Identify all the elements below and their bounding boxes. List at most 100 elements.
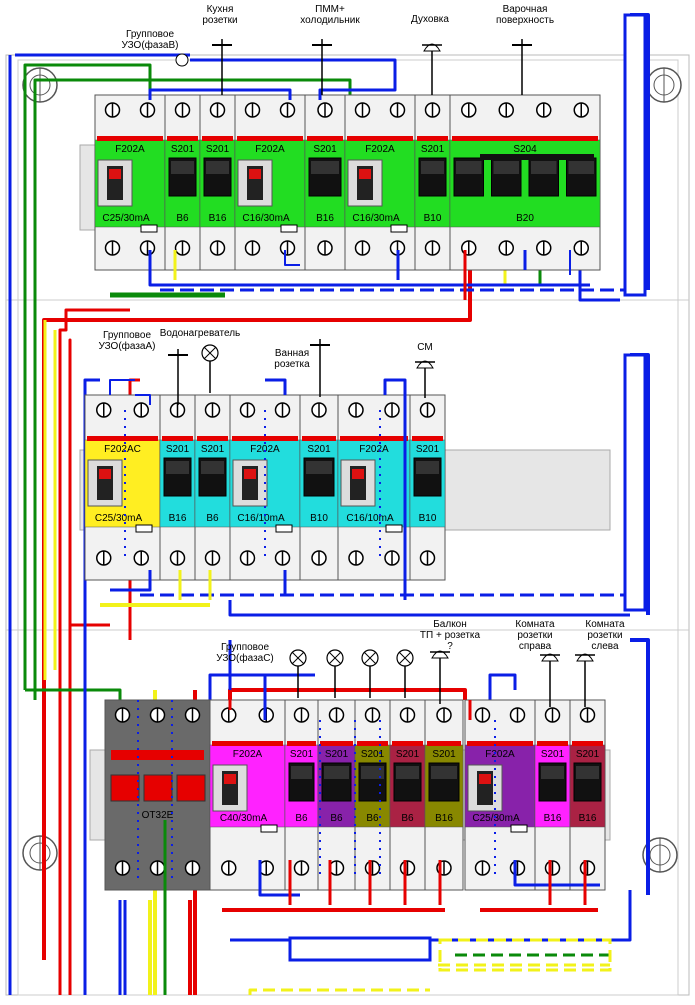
terminal-screw-icon [348, 402, 364, 418]
screw-icon [22, 835, 58, 871]
terminal-screw-icon [384, 402, 400, 418]
rcd-device[interactable]: F202A C25/30mA [94, 94, 166, 271]
socket-icon [575, 653, 595, 707]
rcd-lever-icon [212, 764, 248, 812]
device-model: F202A [115, 144, 145, 155]
lamp-icon [289, 649, 307, 698]
test-button-icon[interactable] [510, 824, 528, 833]
device-rating: C25/30mA [95, 513, 143, 524]
terminal-screw-icon [317, 240, 333, 256]
device-rating: C16/10mA [237, 513, 285, 524]
main-switch[interactable]: OT32E [104, 699, 211, 891]
test-button-icon[interactable] [280, 224, 298, 233]
terminal-screw-icon [274, 402, 291, 418]
terminal-screw-icon [424, 240, 441, 256]
rcd-lever-icon [232, 459, 268, 507]
device-model: S201 [206, 144, 230, 155]
terminal-screw-icon [169, 402, 186, 418]
test-button-icon[interactable] [275, 524, 293, 533]
test-button-icon[interactable] [385, 524, 403, 533]
terminal-screw-icon [96, 550, 112, 566]
rcd-lever-icon [97, 159, 133, 207]
device-model: S201 [396, 749, 420, 760]
lamp-icon [396, 649, 414, 698]
terminal-screw-icon [354, 240, 371, 256]
rcd-device[interactable]: F202A C16/10mA [337, 394, 411, 581]
terminal-screw-icon [474, 707, 491, 723]
terminal-screw-icon [389, 240, 406, 256]
terminal-screw-icon [104, 102, 121, 118]
terminal-screw-icon [104, 240, 121, 256]
device-model: S201 [576, 749, 600, 760]
test-button-icon[interactable] [135, 524, 153, 533]
terminal-screw-icon [274, 550, 291, 566]
terminal-screw-icon [221, 860, 237, 876]
device-model: S201 [201, 444, 225, 455]
terminal-screw-icon [399, 707, 416, 723]
device-model: S201 [307, 444, 331, 455]
device-rating: C16/30mA [352, 213, 400, 224]
terminal-screw-icon [209, 240, 226, 256]
terminal-screw-icon [419, 550, 436, 566]
terminal-screw-icon [498, 240, 514, 256]
test-button-icon[interactable] [260, 824, 278, 833]
device-model: F202A [233, 749, 263, 760]
terminal-screw-icon [579, 707, 596, 723]
terminal-screw-icon [544, 860, 561, 876]
test-button-icon[interactable] [140, 224, 158, 233]
terminal-screw-icon [384, 550, 400, 566]
device-rating: B10 [424, 213, 442, 224]
terminal-screw-icon [244, 240, 261, 256]
device-model: S201 [361, 749, 385, 760]
terminal-screw-icon [244, 102, 261, 118]
device-rating: B20 [516, 213, 534, 224]
device-model: S201 [541, 749, 565, 760]
wiring-front [109, 58, 630, 995]
test-button-icon[interactable] [390, 224, 408, 233]
terminal-screw-icon [293, 707, 310, 723]
device-model: F202AC [104, 444, 141, 455]
terminal-screw-icon [279, 240, 296, 256]
device-rating: C16/10mA [346, 513, 394, 524]
neutral-bus [288, 13, 647, 962]
terminal-screw-icon [149, 860, 166, 876]
terminal-screw-icon [474, 860, 491, 876]
circuit-label-oven: Духовка [411, 14, 449, 25]
device-model: F202A [485, 749, 515, 760]
device-model: S201 [313, 144, 337, 155]
earth-bus [438, 938, 612, 972]
rcd-device[interactable]: F202AC C25/30mA [84, 394, 161, 581]
socket-icon [312, 39, 332, 95]
terminal-screw-icon [311, 550, 327, 566]
device-model: F202A [359, 444, 389, 455]
device-rating: C25/30mA [102, 213, 150, 224]
devices-layer: F202AC25/30mAS201B6S201B16F202AC16/30mAS… [84, 94, 606, 891]
terminal-screw-icon [573, 102, 589, 118]
